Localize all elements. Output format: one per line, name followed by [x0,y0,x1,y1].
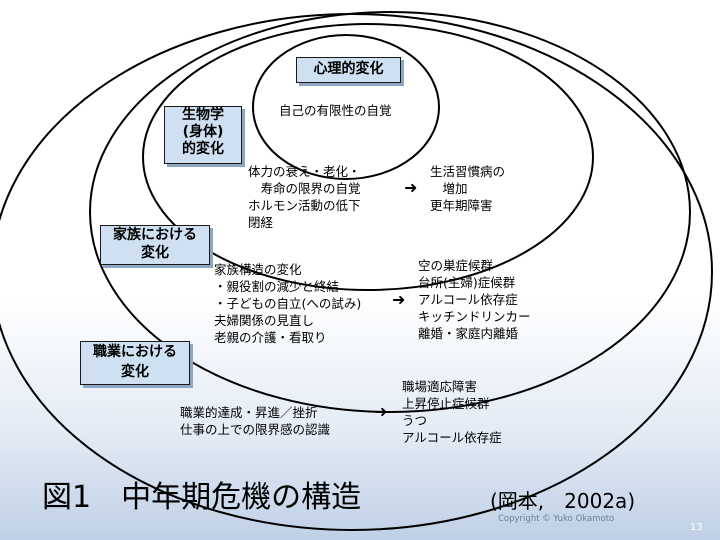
page-number: 13 [690,522,703,533]
family-results-line: キッチンドリンカー [418,309,531,324]
work-arrow: ➜ [374,402,388,421]
work-results-line: 上昇停止症候群 [402,396,490,411]
work-results: 職場適応障害上昇停止症候群うつアルコール依存症 [402,378,502,446]
family-causes-line: 夫婦関係の見直し [214,313,315,328]
label-biological-change-line: (身体) [182,124,224,140]
bio-causes-line: 寿命の限界の自覚 [248,181,361,196]
family-results-line: 台所(主婦)症候群 [418,275,516,290]
family-causes-line: ・親役割の減少と終結 [214,279,340,294]
ring-family [89,11,691,413]
family-results-line: 空の巣症候群 [418,258,494,273]
bio-causes-line: ホルモン活動の低下 [248,198,361,213]
label-work-change-line: 変化 [121,364,149,380]
label-psychological-change-line: 心理的変化 [313,61,384,77]
bio-results-line: 更年期障害 [430,198,493,213]
label-family-change-line: 変化 [141,245,169,261]
bio-causes-line: 体力の衰え・老化・ [248,164,361,179]
psych-text: 自己の有限性の自覚 [279,102,392,119]
label-work-change: 職業における変化 [80,341,190,385]
family-results-line: アルコール依存症 [418,292,518,307]
label-work-change-line: 職業における [93,344,177,360]
work-causes-line: 職業的達成・昇進／挫折 [180,405,318,420]
family-results: 空の巣症候群台所(主婦)症候群アルコール依存症キッチンドリンカー離婚・家庭内離婚 [418,257,531,342]
bio-causes: 体力の衰え・老化・ 寿命の限界の自覚ホルモン活動の低下閉経 [248,163,361,231]
bio-results: 生活習慣病の 増加更年期障害 [430,163,505,214]
work-causes: 職業的達成・昇進／挫折仕事の上での限界感の認識 [180,404,330,438]
bio-arrow: ➜ [404,178,418,197]
family-causes-line: 家族構造の変化 [214,262,302,277]
label-family-change-line: 家族における [113,227,197,243]
bio-causes-line: 閉経 [248,215,274,230]
inner-ring-psych [252,34,440,180]
family-causes-line: ・子どもの自立(への試み) [214,296,362,311]
ring-bio [142,23,594,291]
work-results-line: 職場適応障害 [402,379,478,394]
label-family-change: 家族における変化 [100,225,210,265]
work-causes-line: 仕事の上での限界感の認識 [180,422,331,437]
figure-caption: 図1 中年期危機の構造 [42,480,362,515]
work-results-line: うつ [402,413,428,428]
family-causes-line: 老親の介護・看取り [214,330,327,345]
work-results-line: アルコール依存症 [402,430,502,445]
bio-results-line: 増加 [430,181,468,196]
family-arrow: ➜ [392,290,406,309]
bio-results-line: 生活習慣病の [430,164,506,179]
family-results-line: 離婚・家庭内離婚 [418,326,519,341]
label-psychological-change: 心理的変化 [296,57,401,83]
label-biological-change-line: 生物学 [182,107,224,123]
label-biological-change-line: 的変化 [182,141,224,157]
label-biological-change: 生物学(身体)的変化 [164,106,242,164]
family-causes: 家族構造の変化・親役割の減少と終結・子どもの自立(への試み) 夫婦関係の見直し老親… [214,261,361,346]
citation: (岡本, 2002a) [490,489,636,513]
psych-text-line: 自己の有限性の自覚 [279,103,392,118]
copyright: Copyright © Yuko Okamoto [498,514,615,524]
